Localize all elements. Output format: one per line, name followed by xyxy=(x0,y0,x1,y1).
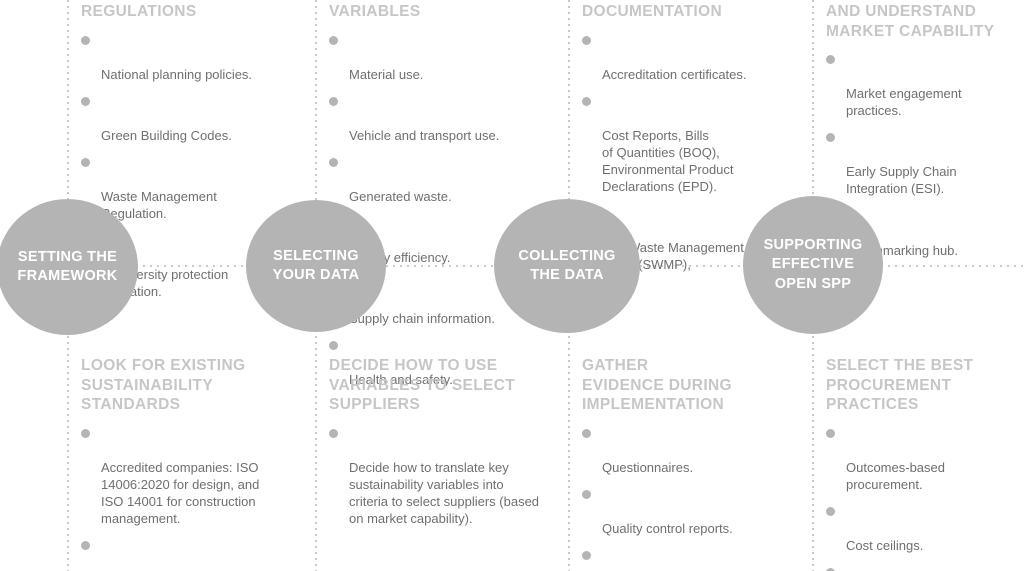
list-item-text: Cost ceilings. xyxy=(846,538,924,554)
bottom-column-heading: DECIDE HOW TO USE VARIABLES TO SELECT SU… xyxy=(329,357,516,414)
bullet-dot-icon xyxy=(582,35,591,45)
bullet-dot-icon xyxy=(582,429,591,439)
list-item-text: Questionnaires. xyxy=(602,460,694,476)
list-item: Two-stage tendering. xyxy=(826,564,1016,571)
bottom-column-heading: GATHER EVIDENCE DURING IMPLEMENTATION xyxy=(582,357,732,414)
list-item-text: Health and safety. xyxy=(349,371,453,387)
list-item-text: Decide how to translate key sustainabili… xyxy=(349,460,540,527)
top-column-market-capability: AND UNDERSTAND MARKET CAPABILITY Market … xyxy=(826,2,1016,259)
connector-1-2 xyxy=(136,265,246,267)
list-item-text: Early Supply Chain Integration (ESI). xyxy=(846,164,957,197)
bullet-dot-icon xyxy=(582,96,591,106)
bullet-dot-icon xyxy=(826,429,835,439)
bullet-dot-icon xyxy=(582,490,591,500)
top-column-heading: DOCUMENTATION xyxy=(582,3,723,20)
list-item-text: Accreditation certificates. xyxy=(602,66,747,82)
process-node-supporting-effective-open-spp[interactable]: SUPPORTING EFFECTIVE OPEN SPP xyxy=(743,196,883,334)
list-item: Supply chain information. xyxy=(329,276,529,327)
bottom-column-gather-evidence: GATHER EVIDENCE DURING IMPLEMENTATION Qu… xyxy=(582,356,797,571)
bullet-dot-icon xyxy=(826,507,835,517)
bullet-dot-icon xyxy=(826,133,835,143)
top-column-heading: VARIABLES xyxy=(329,3,421,20)
list-item: Material and waste registries. xyxy=(582,547,797,571)
bottom-column-procurement-practices: SELECT THE BEST PROCUREMENT PRACTICES Ou… xyxy=(826,356,1016,571)
bullet-dot-icon xyxy=(329,35,338,45)
list-item: Cost ceilings. xyxy=(826,503,1016,554)
list-item-text: National planning policies. xyxy=(101,66,253,82)
list-item: Accredited products: Energy star, Nordic… xyxy=(81,537,291,571)
bullet-dot-icon xyxy=(81,429,90,439)
list-item-text: Quality control reports. xyxy=(602,521,733,537)
bullet-dot-icon xyxy=(329,429,338,439)
list-item-text: Cost Reports, Bills of Quantities (BOQ),… xyxy=(602,127,734,194)
top-column-documentation: DOCUMENTATION Accreditation certificates… xyxy=(582,2,792,273)
bullet-dot-icon xyxy=(81,35,90,45)
top-column-heading: AND UNDERSTAND MARKET CAPABILITY xyxy=(826,3,995,40)
list-item: Waste Management Regulation. xyxy=(81,154,281,222)
bottom-column-bullet-list: Decide how to translate key sustainabili… xyxy=(329,425,547,527)
process-node-setting-the-framework[interactable]: SETTING THE FRAMEWORK xyxy=(0,199,138,335)
process-node-selecting-your-data[interactable]: SELECTING YOUR DATA xyxy=(246,200,386,332)
top-column-bullet-list: National planning policies. Green Buildi… xyxy=(81,32,281,300)
bottom-column-heading: LOOK FOR EXISTING SUSTAINABILITY STANDAR… xyxy=(81,357,246,414)
process-node-label: SELECTING YOUR DATA xyxy=(272,247,360,283)
connector-4-end xyxy=(881,265,1024,267)
list-item-text: Market engagement practices. xyxy=(846,86,962,119)
list-item-text: Supply chain information. xyxy=(349,310,495,326)
list-item: Outcomes-based procurement. xyxy=(826,425,1016,493)
bottom-column-heading: SELECT THE BEST PROCUREMENT PRACTICES xyxy=(826,357,974,414)
bottom-column-bullet-list: Accredited companies: ISO 14006:2020 for… xyxy=(81,425,291,571)
list-item: Generated waste. xyxy=(329,154,529,205)
connector-2-3 xyxy=(386,265,494,267)
bullet-dot-icon xyxy=(81,157,90,167)
list-item: Material use. xyxy=(329,32,529,83)
bullet-dot-icon xyxy=(826,568,835,571)
process-node-label: SUPPORTING EFFECTIVE OPEN SPP xyxy=(763,237,863,292)
bottom-column-bullet-list: Outcomes-based procurement. Cost ceiling… xyxy=(826,425,1016,571)
list-item: Green Building Codes. xyxy=(81,93,281,144)
bullet-dot-icon xyxy=(81,96,90,106)
list-item: Decide how to translate key sustainabili… xyxy=(329,425,547,527)
process-node-label: SETTING THE FRAMEWORK xyxy=(17,248,118,284)
bottom-column-select-suppliers: DECIDE HOW TO USE VARIABLES TO SELECT SU… xyxy=(329,356,547,527)
list-item: Questionnaires. xyxy=(582,425,797,476)
top-column-regulations: REGULATIONS National planning policies. … xyxy=(81,2,281,300)
list-item: Quality control reports. xyxy=(582,486,797,537)
bullet-dot-icon xyxy=(329,157,338,167)
list-item: Market engagement practices. xyxy=(826,51,1016,119)
list-item-text: Material use. xyxy=(349,66,424,82)
bottom-column-bullet-list: Questionnaires. Quality control reports.… xyxy=(582,425,797,571)
list-item-text: Green Building Codes. xyxy=(101,127,232,143)
top-column-bullet-list: Material use. Vehicle and transport use.… xyxy=(329,32,529,388)
list-item: Early Supply Chain Integration (ESI). xyxy=(826,129,1016,197)
top-column-heading: REGULATIONS xyxy=(81,3,197,20)
bullet-dot-icon xyxy=(81,541,90,551)
list-item: Accreditation certificates. xyxy=(582,32,792,83)
list-item-text: Vehicle and transport use. xyxy=(349,127,500,143)
bullet-dot-icon xyxy=(826,55,835,65)
list-item: Vehicle and transport use. xyxy=(329,93,529,144)
bullet-dot-icon xyxy=(582,551,591,561)
connector-3-4 xyxy=(640,265,745,267)
top-column-variables: VARIABLES Material use. Vehicle and tran… xyxy=(329,2,529,388)
list-item: Health and safety. xyxy=(329,337,529,388)
list-item: Accredited companies: ISO 14006:2020 for… xyxy=(81,425,291,527)
top-column-bullet-list: Accreditation certificates. Cost Reports… xyxy=(582,32,792,273)
list-item: Cost Reports, Bills of Quantities (BOQ),… xyxy=(582,93,792,195)
list-item-text: Accredited companies: ISO 14006:2020 for… xyxy=(101,460,260,527)
list-item-text: Generated waste. xyxy=(349,188,452,204)
list-item-text: Waste Management Regulation. xyxy=(101,188,217,221)
list-item: National planning policies. xyxy=(81,32,281,83)
list-item-text: Outcomes-based procurement. xyxy=(846,460,945,493)
bottom-column-sustainability-standards: LOOK FOR EXISTING SUSTAINABILITY STANDAR… xyxy=(81,356,291,571)
bullet-dot-icon xyxy=(329,96,338,106)
bullet-dot-icon xyxy=(329,340,338,350)
process-node-collecting-the-data[interactable]: COLLECTING THE DATA xyxy=(494,199,640,333)
process-node-label: COLLECTING THE DATA xyxy=(518,247,616,283)
